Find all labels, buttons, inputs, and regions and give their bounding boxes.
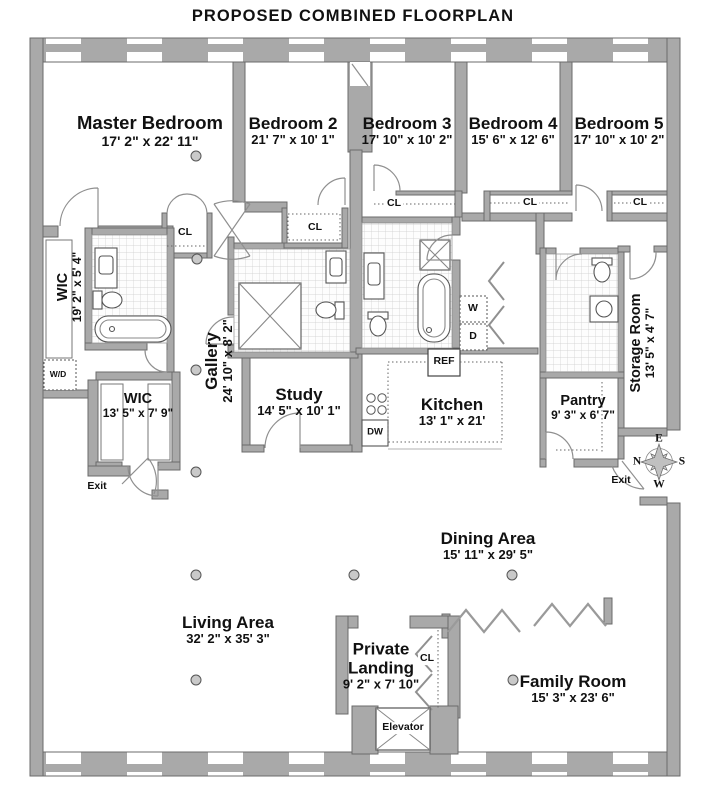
- compass-north-label: N: [632, 455, 642, 468]
- room-name: Bedroom 2: [248, 114, 338, 134]
- washer-label: W: [466, 302, 480, 315]
- room-name: WIC: [55, 272, 72, 302]
- room-label-bedroom3: Bedroom 3 17' 10" x 10' 2": [362, 114, 453, 148]
- washer-dryer-label: W/D: [47, 369, 69, 380]
- room-dims: 17' 10" x 10' 2": [361, 132, 453, 148]
- room-name: WIC: [123, 391, 153, 408]
- room-dims: 15' 6" x 12' 6": [471, 132, 555, 148]
- room-label-wic2: WIC 13' 5" x 7' 9": [103, 391, 173, 421]
- room-dims: 14' 5" x 10' 1": [257, 403, 341, 419]
- room-dims: 15' 11" x 29' 5": [442, 547, 534, 563]
- compass-west-label: W: [653, 478, 665, 491]
- room-name: Gallery: [202, 332, 222, 390]
- room-dims: 13' 5" x 4' 7": [643, 307, 658, 379]
- column-dots: [190, 150, 519, 686]
- room-label-bedroom2: Bedroom 2 21' 7" x 10' 1": [249, 114, 338, 148]
- room-dims: 15' 3" x 23' 6": [531, 690, 615, 706]
- room-name: Landing: [347, 658, 415, 678]
- closet-label: CL: [306, 221, 324, 234]
- room-dims: 9' 2" x 7' 10": [342, 676, 420, 692]
- closet-label: CL: [418, 652, 436, 665]
- room-label-storage-room: Storage Room 13' 5" x 4' 7": [628, 293, 658, 392]
- room-name: Private: [352, 639, 410, 659]
- page-title: PROPOSED COMBINED FLOORPLAN: [191, 6, 515, 25]
- room-dims: 21' 7" x 10' 1": [251, 132, 335, 148]
- closet-label: CL: [521, 196, 539, 209]
- room-label-private-landing: Private Landing 9' 2" x 7' 10": [343, 640, 419, 693]
- closet-shelves: [45, 239, 171, 461]
- room-label-dining-area: Dining Area 15' 11" x 29' 5": [441, 529, 536, 563]
- room-name: Master Bedroom: [77, 111, 223, 133]
- bifold-doors: [414, 261, 505, 711]
- room-label-master-bedroom: Master Bedroom 17' 2" x 22' 11": [77, 111, 223, 149]
- room-dims: 9' 3" x 6' 7": [551, 408, 615, 423]
- room-dims: 13' 5" x 7' 9": [102, 406, 174, 421]
- room-label-wic-master: WIC 19' 2" x 5' 4": [55, 252, 85, 322]
- room-label-kitchen: Kitchen 13' 1" x 21': [419, 395, 486, 429]
- room-dims: 17' 2" x 22' 11": [101, 132, 199, 149]
- stove-burners: [366, 393, 387, 415]
- room-dims: 24' 10" x 8' 2": [220, 319, 236, 403]
- refrigerator-label: REF: [433, 355, 455, 368]
- exit-label-west: Exit: [87, 480, 107, 493]
- room-label-living-area: Living Area 32' 2" x 35' 3": [182, 613, 274, 647]
- closet-label: CL: [631, 196, 649, 209]
- compass-south-label: S: [678, 455, 686, 468]
- room-name: Family Room: [519, 672, 627, 692]
- closet-label: CL: [385, 197, 403, 210]
- room-dims: 32' 2" x 35' 3": [186, 631, 270, 647]
- room-dims: 19' 2" x 5' 4": [70, 251, 85, 323]
- dryer-label: D: [467, 330, 479, 343]
- dishwasher-box: [361, 419, 389, 447]
- door-arcs: [59, 62, 657, 497]
- room-name: Storage Room: [628, 293, 645, 393]
- room-name: Study: [275, 385, 323, 405]
- window-wall: [29, 37, 681, 777]
- room-label-family-room: Family Room 15' 3" x 23' 6": [520, 672, 627, 706]
- room-dims: 17' 10" x 10' 2": [573, 132, 665, 148]
- room-name: Bedroom 5: [574, 114, 664, 134]
- room-label-study: Study 14' 5" x 10' 1": [257, 385, 341, 419]
- room-name: Dining Area: [440, 529, 536, 549]
- bathroom-fixtures: [92, 239, 619, 350]
- room-label-bedroom4: Bedroom 4 15' 6" x 12' 6": [469, 114, 558, 148]
- elevator-label: Elevator: [380, 721, 426, 734]
- counter-dotted-lines: [387, 361, 503, 443]
- dishwasher-label: DW: [367, 426, 383, 438]
- room-name: Kitchen: [420, 395, 484, 415]
- compass-east-label: E: [655, 432, 663, 445]
- room-label-gallery: Gallery 24' 10" x 8' 2": [202, 319, 236, 403]
- room-dims: 13' 1" x 21': [418, 413, 486, 429]
- room-name: Living Area: [182, 613, 274, 633]
- zigzag-partitions: [447, 602, 607, 634]
- compass-icon: [639, 442, 679, 482]
- exit-label-east: Exit: [611, 474, 631, 487]
- closet-label: CL: [176, 226, 194, 239]
- room-name: Bedroom 4: [468, 114, 558, 134]
- kitchen-fixtures: [361, 348, 503, 450]
- room-name: Bedroom 3: [362, 114, 452, 134]
- room-name: Pantry: [560, 393, 606, 410]
- room-label-bedroom5: Bedroom 5 17' 10" x 10' 2": [574, 114, 665, 148]
- room-label-pantry: Pantry 9' 3" x 6' 7": [551, 393, 615, 423]
